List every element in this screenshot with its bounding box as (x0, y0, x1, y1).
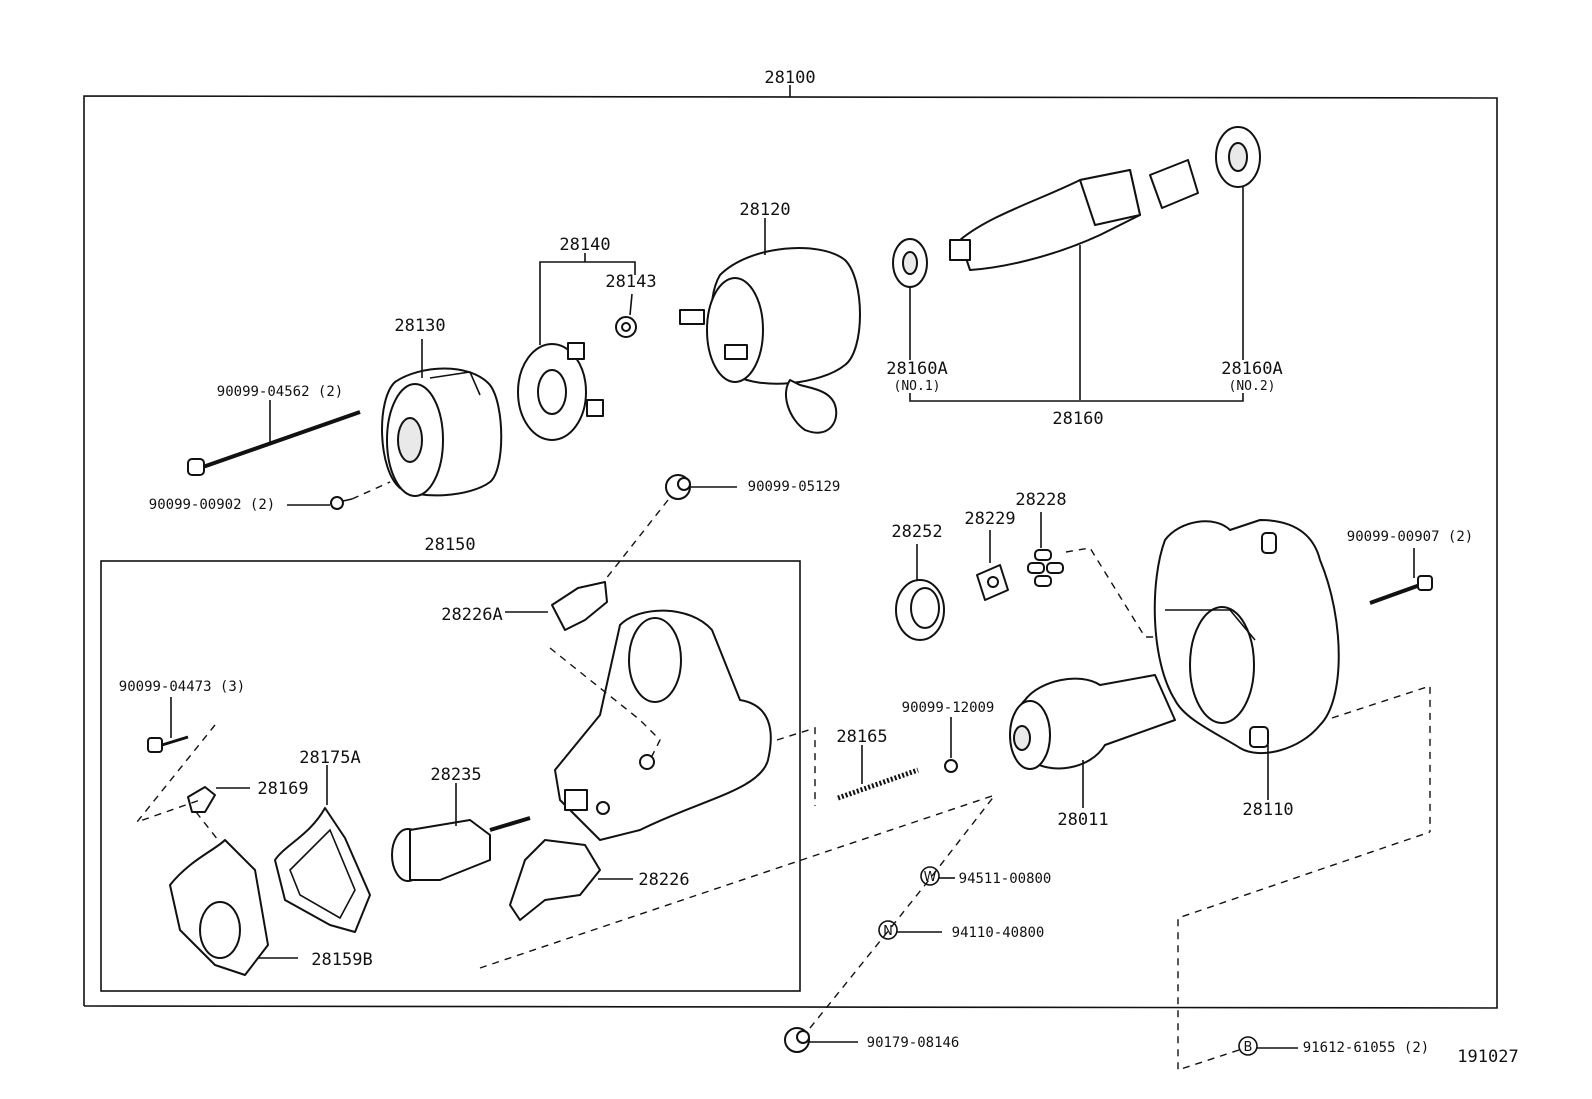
label-90099-12009: 90099-12009 (902, 700, 995, 716)
screw-90099-04473: 90099-04473 (3) (119, 679, 245, 824)
part-28160-armature (949, 159, 1199, 400)
label-90099-04473: 90099-04473 (3) (119, 679, 245, 695)
part-solenoid-body (549, 609, 772, 841)
part-28228-rollers: 28228 (1015, 490, 1175, 638)
screw-90099-00902: 90099-00902 (2) (149, 481, 391, 513)
label-28100: 28100 (764, 68, 815, 88)
bracket-28160: 28160 (909, 393, 1244, 429)
label-28143: 28143 (605, 272, 656, 292)
part-28226-terminal: 28226 (479, 794, 996, 969)
part-28175a-gasket: 28175A (274, 748, 371, 933)
label-28160a-no1: 28160A (886, 359, 947, 379)
label-28226: 28226 (638, 870, 689, 890)
part-90099-05129-cap: 90099-05129 (604, 474, 841, 581)
label-90099-04562: 90099-04562 (2) (217, 384, 343, 400)
label-28160: 28160 (1052, 409, 1103, 429)
part-28011-clutch: 28011 (1009, 674, 1176, 830)
part-28165-spring: 28165 (776, 727, 919, 806)
part-28252-gear: 28252 (891, 522, 945, 641)
label-28160a-no2-note: (NO.2) (1229, 379, 1276, 394)
part-28169-clip: 28169 (187, 779, 309, 841)
part-28110-housing: 28110 (1153, 519, 1431, 832)
label-28229: 28229 (964, 509, 1015, 529)
label-28228: 28228 (1015, 490, 1066, 510)
label-28235: 28235 (430, 765, 481, 785)
label-94511-00800: 94511-00800 (959, 871, 1052, 887)
bolt-91612-61055: B 91612-61055 (2) (1177, 831, 1431, 1071)
part-28120-yoke: 28120 (679, 200, 861, 434)
part-28159b-cover: 28159B (169, 839, 373, 976)
label-90179-08146: 90179-08146 (867, 1035, 960, 1051)
diagram-id: 191027 (1457, 1047, 1518, 1067)
part-28160a-bearing-no2: 28160A (NO.2) (1215, 126, 1283, 394)
nut-94110-40800: N 94110-40800 (878, 920, 1045, 941)
bolt-90099-00907: 90099-00907 (2) (1347, 529, 1473, 605)
label-28175a: 28175A (299, 748, 360, 768)
part-90099-12009-ball: 90099-12009 (902, 700, 995, 773)
part-28160a-bearing-no1: 28160A (NO.1) (886, 238, 948, 394)
nut-n-letter: N (883, 924, 893, 939)
label-28160a-no2: 28160A (1221, 359, 1282, 379)
label-28169: 28169 (257, 779, 308, 799)
label-28130: 28130 (394, 316, 445, 336)
label-28165: 28165 (836, 727, 887, 747)
part-28140-brush-holder: 28140 (517, 235, 636, 441)
label-28110: 28110 (1242, 800, 1293, 820)
label-28140: 28140 (559, 235, 610, 255)
label-28160a-no1-note: (NO.1) (894, 379, 941, 394)
bolt-b-letter: B (1244, 1040, 1253, 1055)
part-28226a-terminal: 28226A (441, 581, 608, 631)
part-28235-plunger: 28235 (391, 765, 531, 882)
label-94110-40800: 94110-40800 (952, 925, 1045, 941)
label-28011: 28011 (1057, 810, 1108, 830)
label-91612-61055: 91612-61055 (2) (1303, 1040, 1429, 1056)
label-28252: 28252 (891, 522, 942, 542)
label-28120: 28120 (739, 200, 790, 220)
part-28229-retainer: 28229 (964, 509, 1016, 601)
through-bolt-90099-04562: 90099-04562 (2) (187, 384, 361, 476)
label-28226a: 28226A (441, 605, 502, 625)
cap-90179-08146: 90179-08146 (784, 794, 996, 1053)
washer-94511-00800: W 94511-00800 (920, 866, 1052, 887)
label-28159b: 28159B (311, 950, 372, 970)
part-28130-rear-housing: 28130 (381, 316, 503, 497)
label-90099-05129: 90099-05129 (748, 479, 841, 495)
subassembly-frame-28150: 28150 (100, 535, 801, 992)
label-90099-00902: 90099-00902 (2) (149, 497, 275, 513)
part-28143-spring: 28143 (605, 272, 657, 338)
label-28150: 28150 (424, 535, 475, 555)
label-90099-00907: 90099-00907 (2) (1347, 529, 1473, 545)
assembly-frame-28100: 28100 (83, 68, 1498, 1009)
